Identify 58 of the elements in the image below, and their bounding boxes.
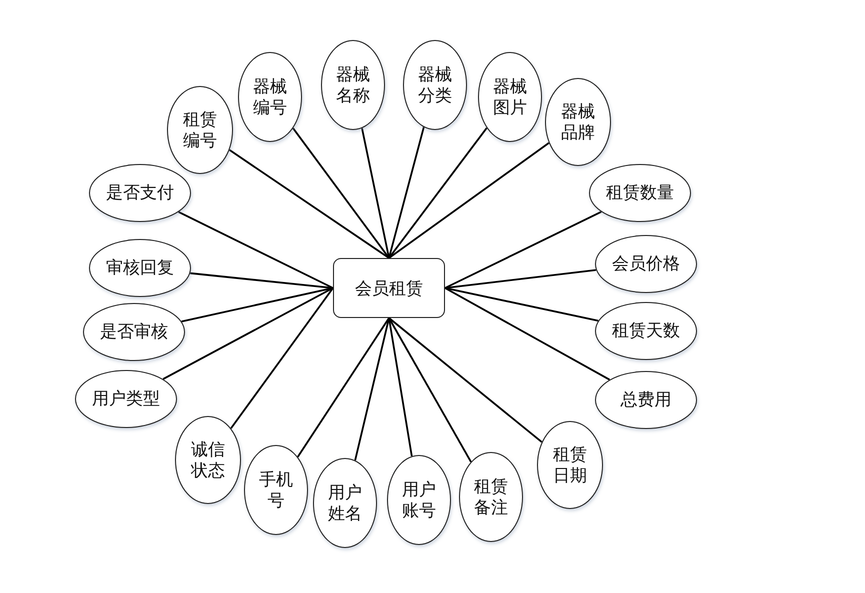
connector-line [444,287,598,322]
attribute-ellipse [167,86,233,174]
connector-line [296,318,390,458]
connector-line [388,142,550,259]
attribute-name: 租赁天数 [612,320,680,342]
attribute-ellipse [244,445,308,535]
attribute-ellipse [75,370,177,428]
attribute-ellipse [89,164,191,222]
connector-line [388,318,472,462]
attribute-name: 用户账号 [401,478,437,522]
attribute-ellipse [321,40,385,130]
connector-line [388,127,488,259]
attribute-name: 手机号 [258,468,294,512]
attribute-name: 租赁编号 [182,108,218,152]
attribute-name: 租赁备注 [473,476,509,518]
connector-line [178,211,334,289]
connector-line [444,211,602,289]
attribute-name: 用户类型 [92,388,160,410]
attribute-name: 用户姓名 [327,482,363,524]
connector-line [181,287,334,322]
connector-line [162,287,334,380]
attribute-ellipse [238,52,302,142]
attribute-name: 器械分类 [417,64,453,106]
connector-line [190,272,334,289]
attribute-name: 审核回复 [106,257,174,279]
attribute-name: 租赁日期 [552,444,588,486]
connector-line [388,126,425,258]
attribute-name: 是否支付 [106,182,174,204]
attribute-ellipse [403,40,467,130]
attribute-name: 总费用 [620,389,672,411]
connector-line [388,318,413,456]
connector-line [354,318,390,461]
attribute-ellipse [175,416,241,504]
attribute-ellipse [537,421,603,509]
attribute-name: 器械名称 [335,64,371,106]
attribute-ellipse [545,78,611,166]
connector-line [230,287,334,429]
attribute-ellipse [589,164,691,222]
attribute-ellipse [313,458,377,548]
attribute-name: 器械图片 [492,76,528,118]
connector-line [292,128,390,259]
attribute-ellipse [459,452,523,542]
connector-line [228,149,390,259]
entity-box [333,258,445,318]
connector-line [361,128,390,258]
attribute-ellipse [387,455,451,545]
attribute-name: 是否审核 [100,321,168,343]
attribute-name: 诚信状态 [190,438,226,482]
connector-line [388,317,542,443]
attribute-name: 器械品牌 [560,100,596,144]
entity-name: 会员租赁 [355,278,423,300]
attribute-ellipse [595,371,697,429]
attribute-name: 会员价格 [612,253,680,275]
attribute-name: 器械编号 [252,76,288,118]
attribute-ellipse [478,52,542,142]
attribute-name: 租赁数量 [606,182,674,204]
connector-line [444,269,596,289]
connector-line [444,287,610,380]
